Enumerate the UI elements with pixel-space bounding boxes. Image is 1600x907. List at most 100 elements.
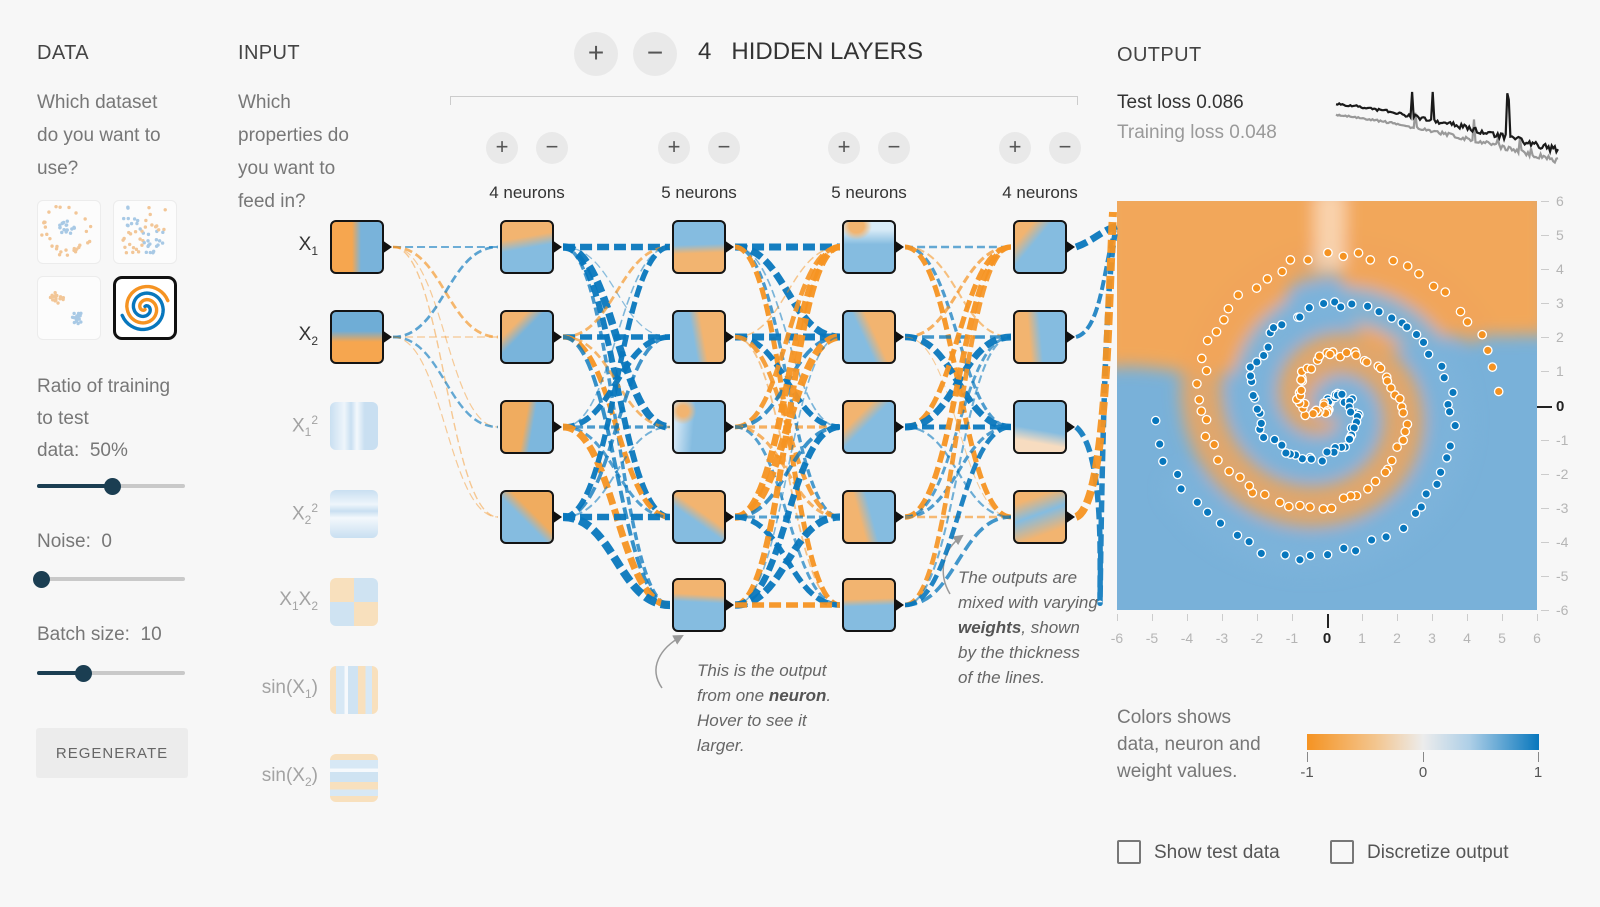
y-axis-tick-label: -3 xyxy=(1556,500,1569,516)
test-loss: Test loss 0.086 xyxy=(1117,92,1244,113)
data-panel-title: DATA xyxy=(37,42,89,64)
dataset-thumbnail-image xyxy=(48,291,83,326)
y-axis-tick xyxy=(1541,303,1549,304)
neuron-layer4-3[interactable] xyxy=(1013,400,1075,454)
batch-slider-track[interactable] xyxy=(37,671,185,675)
x-axis-tick-label: 4 xyxy=(1463,630,1471,646)
dataset-thumbnail-xor[interactable] xyxy=(113,200,177,264)
y-axis-tick xyxy=(1541,235,1549,236)
neuron-layer4-2[interactable] xyxy=(1013,310,1075,364)
discretize-output-checkbox[interactable] xyxy=(1330,840,1354,864)
x-axis-tick-label: 2 xyxy=(1393,630,1401,646)
dataset-thumbnail-spiral[interactable] xyxy=(113,276,177,340)
color-scale-tick-1 xyxy=(1538,752,1539,762)
neuron-layer2-3[interactable] xyxy=(672,400,734,454)
neuron-layer3-5[interactable] xyxy=(842,578,904,632)
remove-neuron-button-layer2[interactable]: − xyxy=(708,132,740,164)
y-axis-tick-label: 3 xyxy=(1556,295,1564,311)
y-axis-tick xyxy=(1541,542,1549,543)
x-axis-tick xyxy=(1397,614,1398,621)
feature-square-x2-squared[interactable] xyxy=(330,490,378,538)
feature-square-x1-squared[interactable] xyxy=(330,402,378,450)
noise-label: Noise: 0 xyxy=(37,531,112,552)
neuron-layer3-4[interactable] xyxy=(842,490,904,544)
ratio-slider-thumb[interactable] xyxy=(104,478,121,495)
neuron-layer2-4[interactable] xyxy=(672,490,734,544)
x-axis-tick-label: -4 xyxy=(1180,630,1194,646)
x-axis-tick xyxy=(1327,614,1329,628)
y-axis-tick-label: 6 xyxy=(1556,193,1564,209)
regenerate-button[interactable]: REGENERATE xyxy=(36,728,188,778)
neuron-layer3-1[interactable] xyxy=(842,220,904,274)
layers-bracket-right-tick xyxy=(1077,96,1078,105)
hidden-layers-count: 4 xyxy=(698,38,712,65)
remove-neuron-button-layer3[interactable]: − xyxy=(878,132,910,164)
x-axis-tick xyxy=(1537,614,1538,621)
ratio-value: 50% xyxy=(89,440,128,461)
feature-label-x1[interactable]: X1 xyxy=(298,234,318,258)
feature-square-sin-x1[interactable] xyxy=(330,666,378,714)
neuron-layer3-2[interactable] xyxy=(842,310,904,364)
y-axis-tick-label: 5 xyxy=(1556,227,1564,243)
feature-label-sin-x2[interactable]: sin(X2) xyxy=(261,765,318,789)
dataset-thumbnail-circle[interactable] xyxy=(37,200,101,264)
layers-bracket xyxy=(450,96,1078,97)
training-loss-value: 0.048 xyxy=(1229,122,1277,143)
neuron-note-arrow xyxy=(655,634,684,689)
add-neuron-button-layer2[interactable]: + xyxy=(658,132,690,164)
batch-slider-thumb[interactable] xyxy=(75,665,92,682)
feature-label-sin-x1[interactable]: sin(X1) xyxy=(261,677,318,701)
y-axis-tick xyxy=(1541,610,1549,611)
neuron-layer1-4[interactable] xyxy=(500,490,562,544)
x-axis-tick-label: 6 xyxy=(1533,630,1541,646)
add-neuron-button-layer4[interactable]: + xyxy=(999,132,1031,164)
noise-slider-track[interactable] xyxy=(37,577,185,581)
neuron-layer1-3[interactable] xyxy=(500,400,562,454)
x-axis-tick-label: 0 xyxy=(1322,630,1332,647)
layer1-neurons-label: 4 neurons xyxy=(489,183,565,202)
y-axis-tick xyxy=(1541,508,1549,509)
remove-layer-button[interactable]: − xyxy=(633,32,677,76)
feature-label-x1x2[interactable]: X1X2 xyxy=(279,589,318,613)
add-neuron-button-layer3[interactable]: + xyxy=(828,132,860,164)
color-scale-tick-neg1 xyxy=(1307,752,1308,762)
feature-square-sin-x2[interactable] xyxy=(330,754,378,802)
colors-note: Colors shows data, neuron and weight val… xyxy=(1117,707,1261,782)
neuron-layer2-2[interactable] xyxy=(672,310,734,364)
neuron-layer2-1[interactable] xyxy=(672,220,734,274)
feature-label-x2-squared[interactable]: X22 xyxy=(291,501,318,528)
y-axis-tick-label: 2 xyxy=(1556,329,1564,345)
discretize-output-label[interactable]: Discretize output xyxy=(1367,842,1509,863)
y-axis-tick xyxy=(1541,371,1549,372)
neuron-layer4-4[interactable] xyxy=(1013,490,1075,544)
remove-neuron-button-layer1[interactable]: − xyxy=(536,132,568,164)
remove-neuron-button-layer4[interactable]: − xyxy=(1049,132,1081,164)
y-axis-tick xyxy=(1541,576,1549,577)
feature-node-x2[interactable] xyxy=(330,310,392,364)
y-axis-tick-label: 4 xyxy=(1556,261,1564,277)
feature-label-x2[interactable]: X2 xyxy=(298,324,318,348)
x-axis-tick xyxy=(1187,614,1188,621)
dataset-thumbnail-gaussian[interactable] xyxy=(37,276,101,340)
x-axis-tick xyxy=(1292,614,1293,621)
feature-square-x1x2[interactable] xyxy=(330,578,378,626)
feature-label-x1-squared[interactable]: X12 xyxy=(291,413,318,440)
neuron-layer1-2[interactable] xyxy=(500,310,562,364)
neuron-layer3-3[interactable] xyxy=(842,400,904,454)
add-layer-button[interactable]: + xyxy=(574,32,618,76)
data-question: Which dataset do you want to use? xyxy=(37,92,161,179)
noise-slider-thumb[interactable] xyxy=(33,571,50,588)
dataset-thumbnail-image xyxy=(121,205,167,255)
feature-node-x1[interactable] xyxy=(330,220,392,274)
neuron-layer4-1[interactable] xyxy=(1013,220,1075,274)
y-axis-tick xyxy=(1541,201,1549,202)
x-axis-tick xyxy=(1467,614,1468,621)
neuron-note: This is the output from one neuron. Hove… xyxy=(697,661,832,755)
neuron-layer2-5[interactable] xyxy=(672,578,734,632)
show-test-data-label[interactable]: Show test data xyxy=(1154,842,1280,863)
x-axis-tick xyxy=(1152,614,1153,621)
neuron-layer1-1[interactable] xyxy=(500,220,562,274)
show-test-data-checkbox[interactable] xyxy=(1117,840,1141,864)
add-neuron-button-layer1[interactable]: + xyxy=(486,132,518,164)
